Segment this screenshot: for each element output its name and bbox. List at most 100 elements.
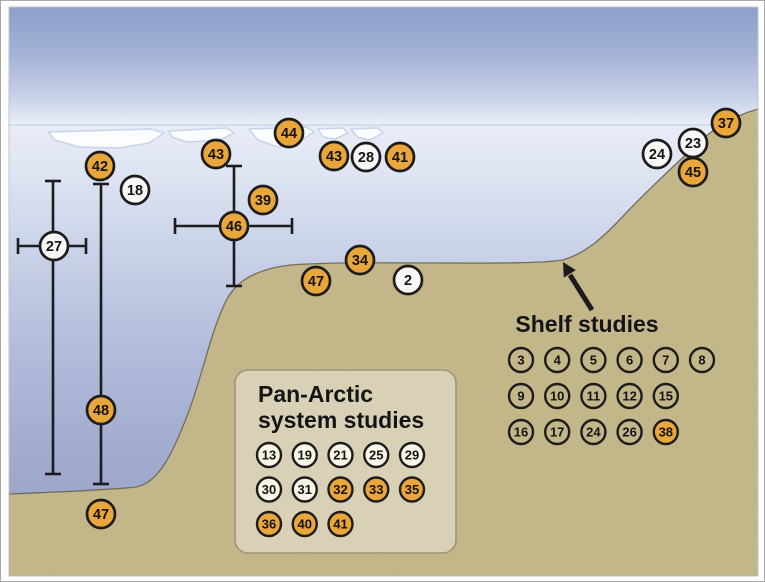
study-number: 43	[208, 147, 224, 163]
study-number: 18	[127, 183, 143, 199]
study-marker-28: 28	[350, 141, 382, 173]
study-number: 43	[326, 149, 342, 165]
study-number: 7	[662, 353, 669, 368]
ice-floe	[47, 128, 165, 149]
study-circle	[688, 346, 716, 374]
study-marker-15: 15	[652, 382, 679, 410]
study-marker-44: 44	[273, 117, 305, 149]
study-number: 41	[333, 517, 347, 532]
study-circle	[677, 156, 709, 188]
study-marker-31: 31	[291, 476, 318, 503]
study-marker-7: 7	[652, 346, 679, 374]
study-circle	[85, 498, 117, 530]
study-circle	[327, 476, 354, 503]
study-marker-41: 41	[327, 510, 354, 538]
study-circle	[300, 265, 332, 297]
study-circle	[641, 138, 673, 170]
pan-arctic-title-line1: Pan-Arctic	[258, 381, 373, 407]
study-marker-29: 29	[398, 441, 426, 469]
study-circle	[507, 418, 535, 446]
study-number: 34	[352, 253, 368, 269]
study-circle	[318, 140, 350, 172]
study-number: 44	[281, 126, 297, 142]
study-number: 47	[308, 274, 324, 290]
study-number: 26	[622, 425, 636, 440]
study-circle	[291, 441, 318, 469]
study-marker-25: 25	[363, 441, 390, 469]
study-circle	[255, 476, 283, 503]
study-number: 46	[226, 219, 242, 235]
study-number: 8	[698, 353, 705, 368]
study-marker-16: 16	[507, 418, 535, 446]
study-number: 42	[92, 159, 108, 175]
study-marker-40: 40	[291, 510, 318, 538]
study-circle	[255, 441, 283, 469]
study-marker-47: 47	[300, 265, 332, 297]
study-circle	[363, 441, 390, 469]
study-marker-34: 34	[344, 244, 376, 276]
study-circle	[710, 107, 742, 139]
study-number: 37	[718, 116, 734, 132]
study-marker-46: 46	[218, 210, 250, 242]
study-number: 25	[369, 448, 383, 463]
study-circle	[544, 382, 571, 410]
study-number: 10	[550, 389, 564, 404]
study-marker-35: 35	[398, 476, 426, 503]
ice-floe	[350, 127, 384, 141]
study-number: 29	[405, 448, 419, 463]
study-circle	[580, 418, 607, 446]
study-circle	[652, 346, 679, 374]
study-marker-5: 5	[580, 346, 607, 374]
study-number: 28	[358, 150, 374, 166]
study-number: 4	[554, 353, 562, 368]
study-circle	[392, 264, 424, 296]
study-circle	[200, 138, 232, 170]
study-number: 32	[333, 482, 347, 497]
study-marker-27: 27	[38, 230, 70, 262]
study-circle	[398, 476, 426, 503]
study-marker-43: 43	[200, 138, 232, 170]
study-marker-8: 8	[688, 346, 716, 374]
study-number: 15	[659, 389, 673, 404]
study-circle	[580, 382, 607, 410]
study-marker-45: 45	[677, 156, 709, 188]
study-number: 21	[333, 448, 347, 463]
study-marker-18: 18	[119, 174, 151, 206]
study-circle	[507, 346, 535, 374]
study-circle	[652, 382, 679, 410]
study-circle	[507, 382, 535, 410]
study-number: 3	[517, 353, 524, 368]
study-marker-26: 26	[616, 418, 643, 446]
study-number: 11	[587, 389, 601, 404]
study-marker-21: 21	[327, 441, 354, 469]
study-circle	[84, 150, 116, 182]
study-number: 12	[622, 389, 636, 404]
study-circle	[384, 141, 416, 173]
study-circle	[544, 346, 571, 374]
study-number: 24	[586, 425, 601, 440]
study-circle	[327, 441, 354, 469]
study-marker-3: 3	[507, 346, 535, 374]
study-circle	[652, 418, 679, 446]
ice-floe	[317, 127, 349, 140]
study-circle	[363, 476, 390, 503]
study-marker-37: 37	[710, 107, 742, 139]
study-marker-38: 38	[652, 418, 679, 446]
study-marker-13: 13	[255, 441, 283, 469]
study-circle	[616, 382, 643, 410]
study-marker-24: 24	[580, 418, 607, 446]
shelf-arrow	[563, 262, 595, 312]
study-marker-32: 32	[327, 476, 354, 503]
seafloor-texture	[9, 109, 758, 576]
study-circle	[350, 141, 382, 173]
study-circle	[38, 230, 70, 262]
study-number: 39	[255, 193, 271, 209]
study-circle	[255, 510, 283, 538]
study-marker-48: 48	[85, 394, 117, 426]
study-number: 38	[659, 425, 673, 440]
study-circle	[85, 394, 117, 426]
study-number: 16	[514, 425, 528, 440]
